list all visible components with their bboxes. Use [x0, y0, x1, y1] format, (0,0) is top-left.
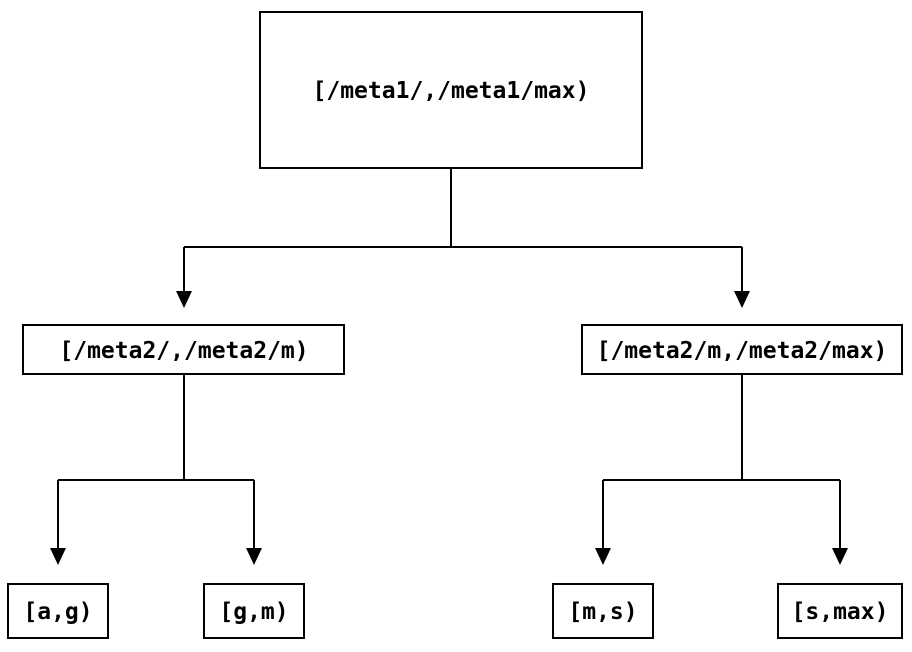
node-meta2-right-box: [581, 324, 903, 375]
arrowhead-right-child: [734, 291, 750, 308]
node-leaf-ms-box: [552, 583, 654, 639]
node-meta2-right-label: [/meta2/m,/meta2/max): [597, 338, 888, 364]
node-leaf-ms: [m,s): [552, 583, 654, 639]
node-root-label: [/meta1/,/meta1/max): [313, 78, 590, 104]
arrowhead-leaf-ag: [50, 548, 66, 565]
node-leaf-gm: [g,m): [203, 583, 305, 639]
node-meta2-right: [/meta2/m,/meta2/max): [581, 324, 903, 375]
node-meta2-left: [/meta2/,/meta2/m): [22, 324, 345, 375]
node-leaf-smax-box: [777, 583, 903, 639]
node-root: [/meta1/,/meta1/max): [259, 11, 643, 169]
node-root-box: [259, 11, 643, 169]
edge-left-node-to-leaves: [50, 374, 262, 565]
node-leaf-ms-label: [m,s): [568, 599, 637, 625]
node-leaf-ag-label: [a,g): [23, 599, 92, 625]
edge-root-to-children: [176, 168, 750, 308]
arrowhead-leaf-gm: [246, 548, 262, 565]
node-leaf-smax-label: [s,max): [792, 599, 889, 625]
node-meta2-left-label: [/meta2/,/meta2/m): [59, 338, 308, 364]
edge-right-node-to-leaves: [595, 374, 848, 565]
arrowhead-left-child: [176, 291, 192, 308]
edge-root-stem: [183, 168, 743, 291]
arrowhead-leaf-ms: [595, 548, 611, 565]
node-leaf-smax: [s,max): [777, 583, 903, 639]
edge-right-stem: [602, 374, 841, 548]
node-meta2-left-box: [22, 324, 345, 375]
node-leaf-ag-box: [7, 583, 109, 639]
arrowhead-leaf-smax: [832, 548, 848, 565]
node-leaf-gm-box: [203, 583, 305, 639]
edge-left-stem: [57, 374, 255, 548]
node-leaf-gm-label: [g,m): [219, 599, 288, 625]
node-leaf-ag: [a,g): [7, 583, 109, 639]
